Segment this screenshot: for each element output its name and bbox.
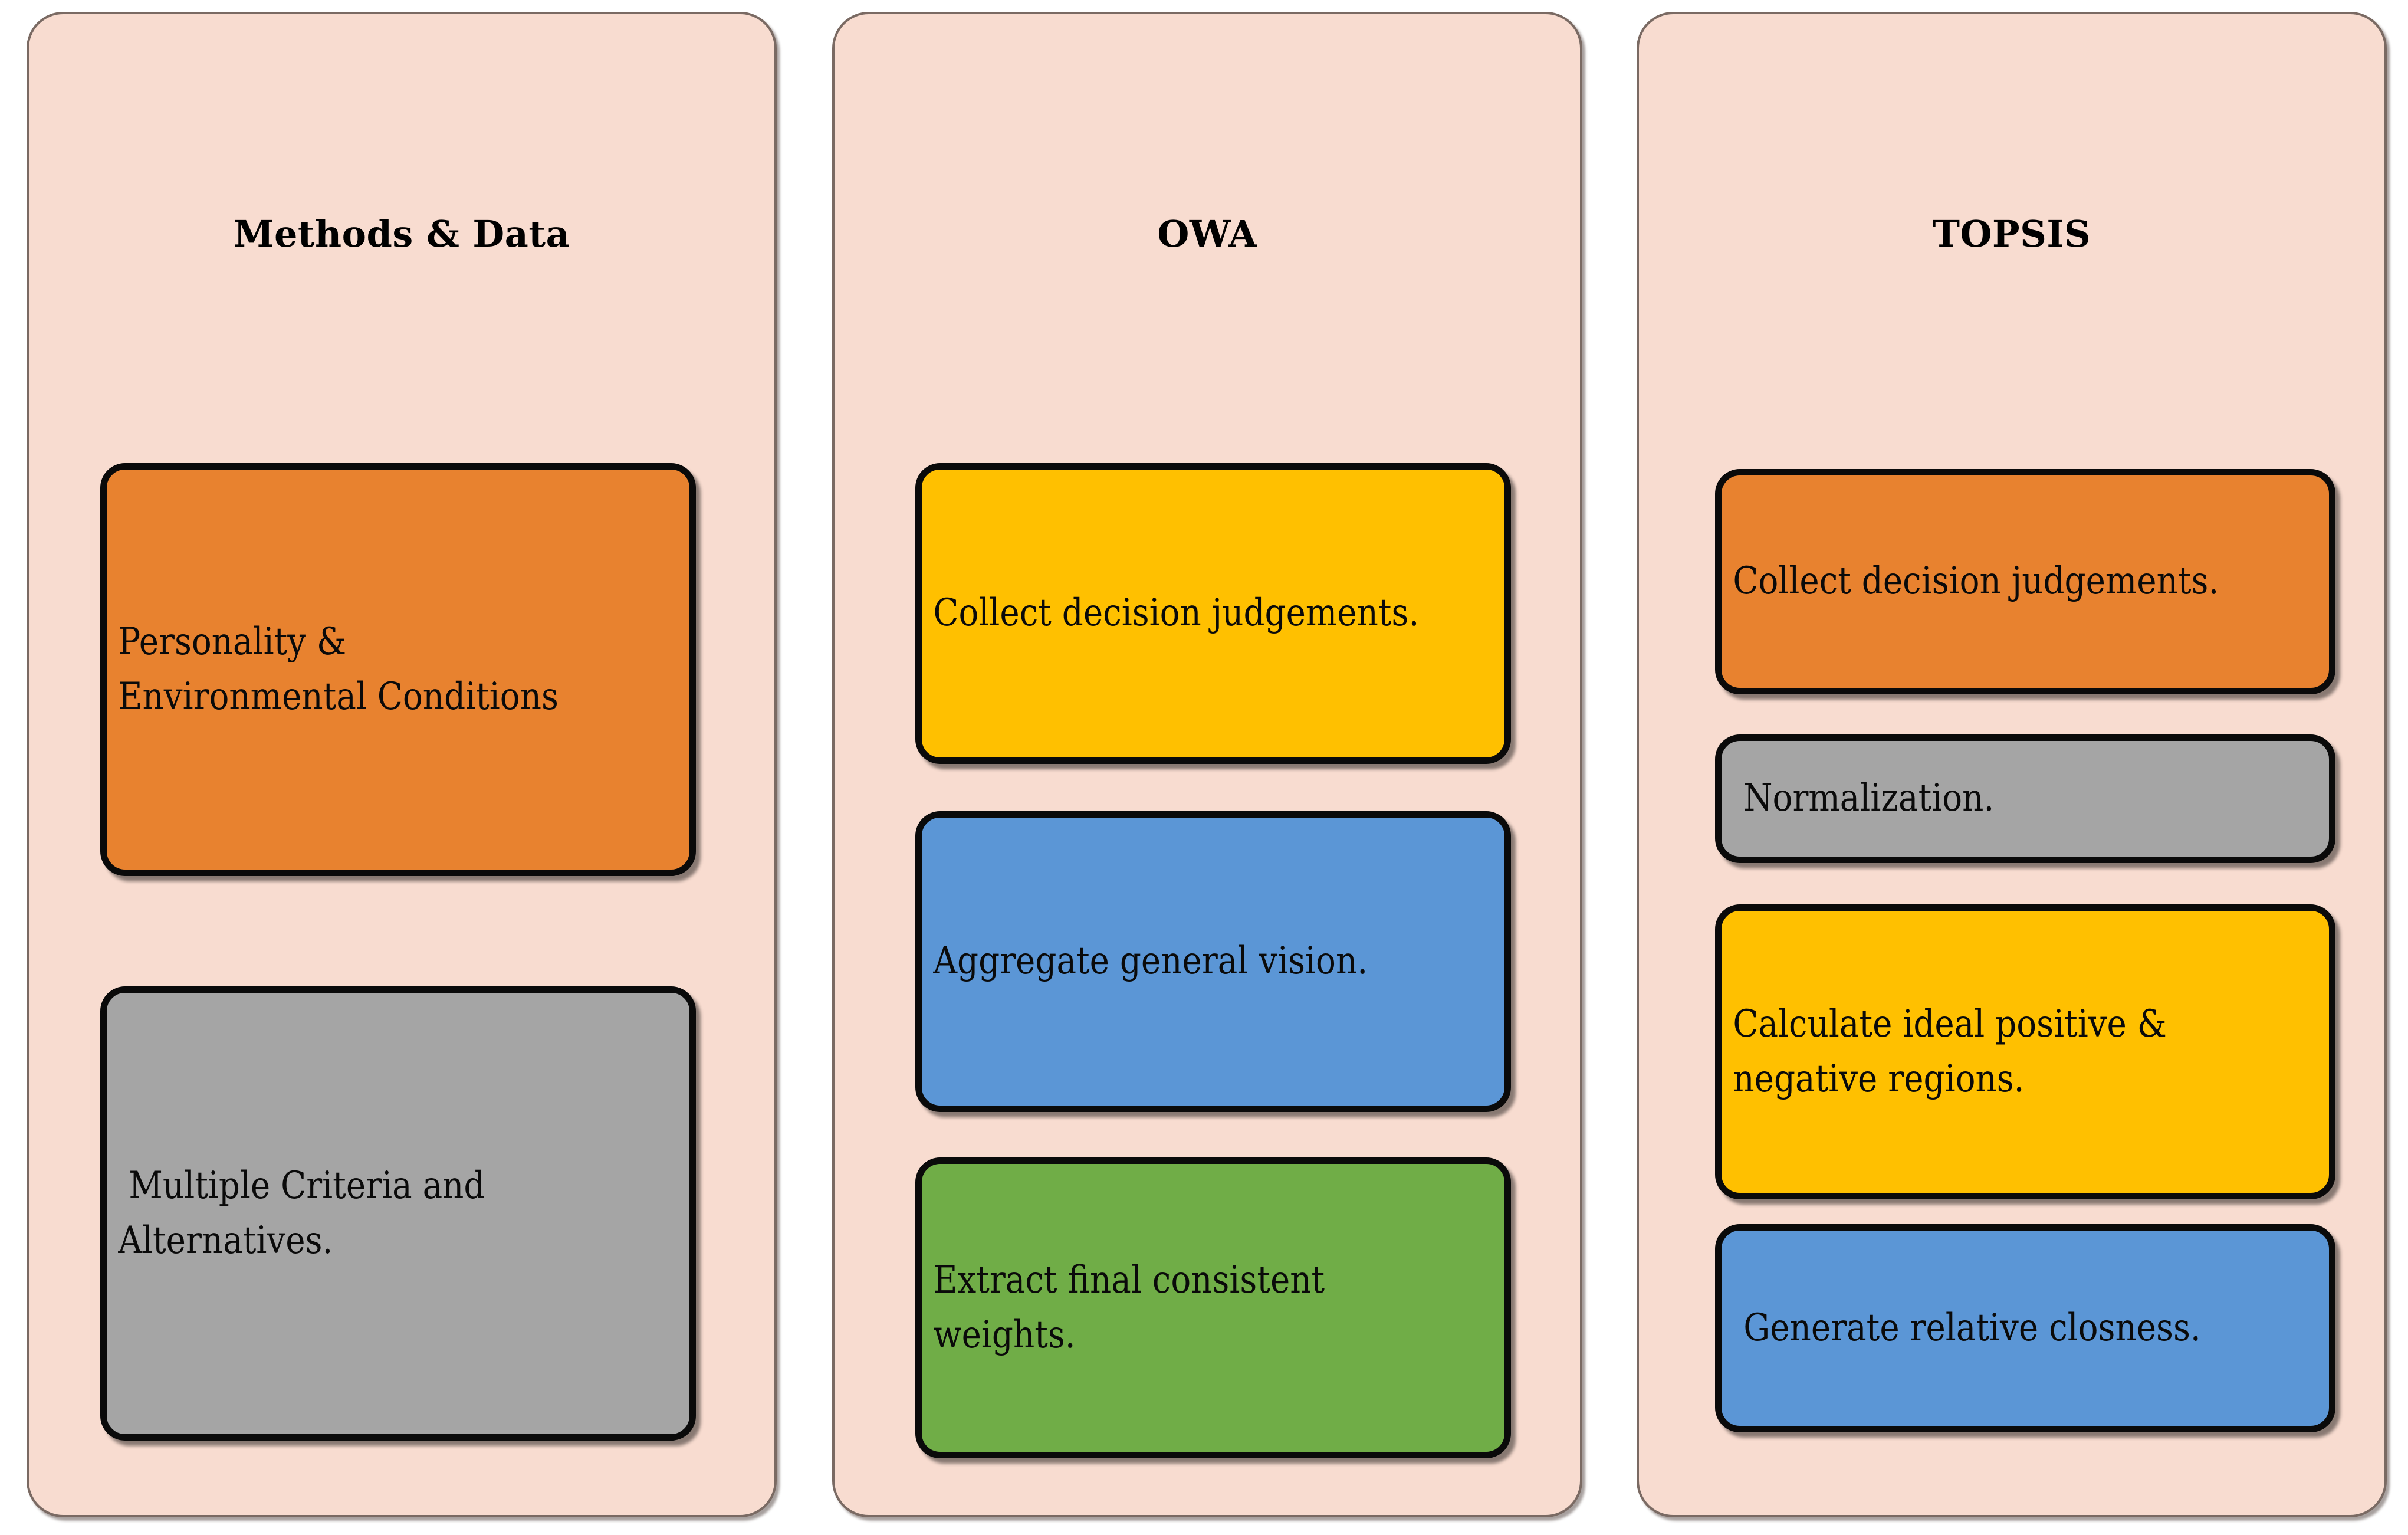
panel-title-owa: OWA: [1157, 212, 1257, 255]
box-topsis-generate-relative-closness[interactable]: Generate relative closness.: [1715, 1224, 2335, 1432]
box-multiple-criteria-and-alternatives[interactable]: Multiple Criteria and Alternatives.: [100, 986, 696, 1441]
box-topsis-normalization[interactable]: Normalization.: [1715, 734, 2335, 863]
box-label: Personality & Environmental Conditions: [118, 619, 559, 719]
panel-title-topsis: TOPSIS: [1932, 212, 2091, 255]
box-label: Collect decision judgements.: [933, 591, 1420, 635]
box-personality-environmental-conditions[interactable]: Personality & Environmental Conditions: [100, 463, 696, 876]
box-topsis-collect-decision-judgements[interactable]: Collect decision judgements.: [1715, 469, 2335, 694]
box-owa-collect-decision-judgements[interactable]: Collect decision judgements.: [915, 463, 1511, 764]
box-label: Generate relative closness.: [1733, 1306, 2201, 1350]
box-label: Normalization.: [1733, 776, 1995, 821]
box-label: Extract final consistent weights.: [933, 1258, 1325, 1357]
box-owa-aggregate-general-vision[interactable]: Aggregate general vision.: [915, 811, 1511, 1112]
box-label: Collect decision judgements.: [1733, 559, 2219, 603]
box-label: Calculate ideal positive & negative regi…: [1733, 1002, 2167, 1101]
box-label: Multiple Criteria and Alternatives.: [118, 1163, 485, 1262]
box-owa-extract-final-consistent-weights[interactable]: Extract final consistent weights.: [915, 1157, 1511, 1458]
panel-title-methods-and-data: Methods & Data: [233, 212, 570, 255]
box-topsis-calculate-ideal-positive-negative-regions[interactable]: Calculate ideal positive & negative regi…: [1715, 904, 2335, 1199]
box-label: Aggregate general vision.: [933, 939, 1368, 983]
